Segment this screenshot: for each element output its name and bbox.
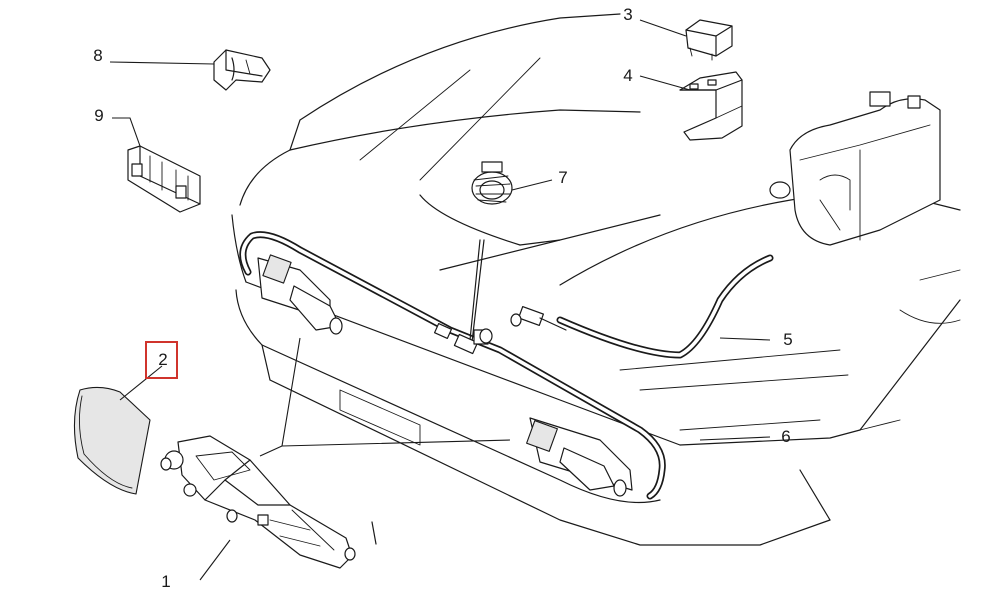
part-7-clamp <box>471 161 513 205</box>
callout-2-highlight <box>145 341 178 379</box>
callout-2[interactable]: 2 <box>158 350 168 369</box>
callout-9[interactable]: 9 <box>94 106 104 125</box>
part-4-bracket <box>679 71 743 141</box>
callout-5[interactable]: 5 <box>783 330 793 349</box>
hose-connectors <box>433 305 567 355</box>
nozzle-right <box>526 420 627 497</box>
callout-8[interactable]: 8 <box>93 46 103 65</box>
callout-4[interactable]: 4 <box>623 66 633 85</box>
callout-7[interactable]: 7 <box>558 168 568 187</box>
car-body <box>231 13 961 546</box>
nozzle-left <box>262 254 343 335</box>
part-1-pump <box>160 435 377 569</box>
callout-6[interactable]: 6 <box>781 427 791 446</box>
part-2-cover <box>73 386 151 495</box>
part-3-relay <box>685 19 733 61</box>
part-8-clip <box>213 49 271 91</box>
washer-reservoir <box>769 91 941 246</box>
part-9-clip <box>127 145 201 213</box>
callout-1[interactable]: 1 <box>161 572 171 591</box>
washer-hoses <box>239 231 774 500</box>
leader-lines <box>109 19 771 581</box>
callout-3[interactable]: 3 <box>623 5 633 24</box>
